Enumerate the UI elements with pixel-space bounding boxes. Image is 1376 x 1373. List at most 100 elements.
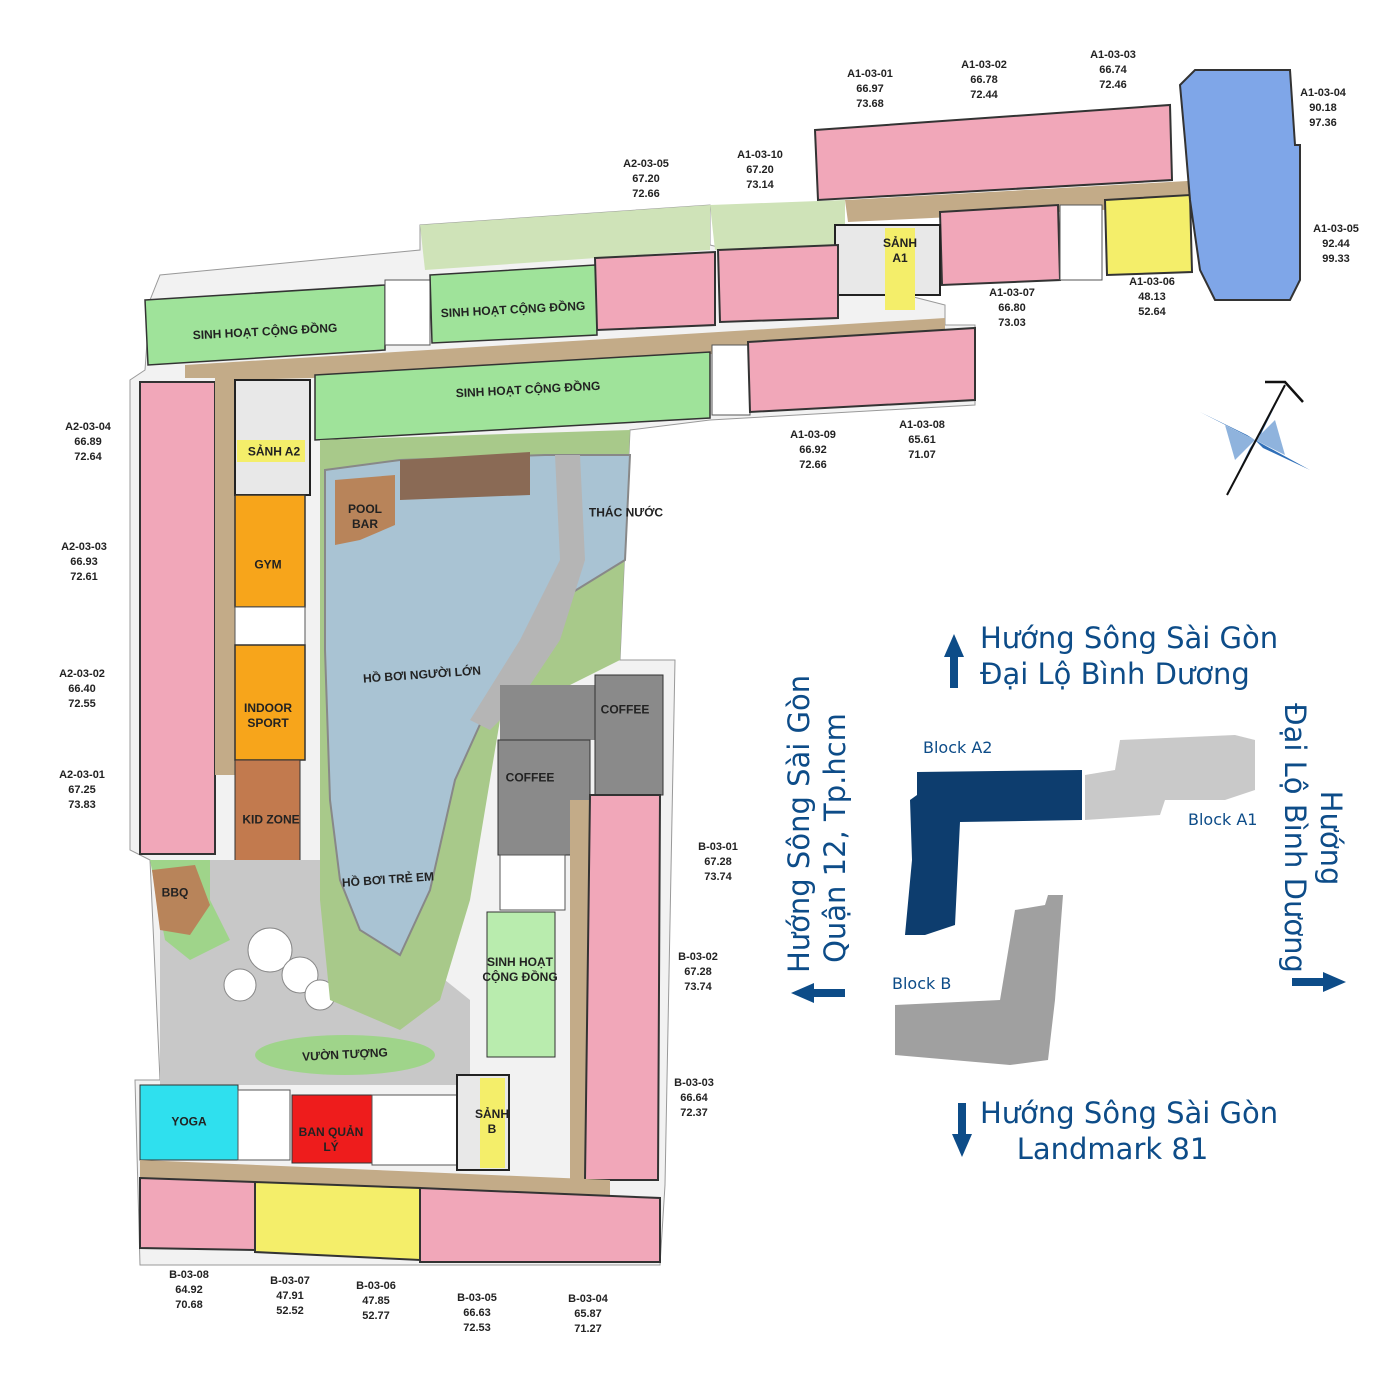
coffee-area-1 [500,685,595,740]
waterfall-label: THÁC NƯỚC [588,505,664,520]
lobby-a2-label: SẢNH A2 [247,444,301,459]
unit-gross-area: 73.83 [68,799,96,811]
a1-large-units [1178,69,1301,301]
unit-id: A1-03-07 [989,287,1035,299]
label-line: Đại Lộ Bình Dương [1278,703,1312,973]
unit-gross-area: 97.36 [1309,117,1337,129]
label-line: Quận 12, Tp.hcm [818,713,852,963]
unit-id: A1-03-08 [899,419,945,431]
unit-gross-area: 72.61 [70,571,98,583]
unit-b-03-08-shape [139,1176,256,1252]
a1-corridor [845,180,1207,222]
lobby-a2-core [234,379,311,496]
arrow-down-icon [952,1103,972,1157]
a1-south-units [746,326,976,414]
unit-net-area: 66.40 [68,683,96,695]
arrow-left-icon [791,983,845,1003]
a1-stair [1059,204,1103,281]
coffee-label-1: COFFEE [600,702,650,717]
a1-03-10-shape [716,243,839,324]
unit-id: B-03-08 [169,1269,209,1281]
compass-icon [1200,380,1310,496]
a2-03-05-shape [593,250,716,332]
unit-net-area: 66.74 [1099,64,1127,76]
gym-area [234,494,306,608]
unit-a1-03-06-shape [1103,193,1194,277]
label-line: SẢNH [882,236,918,250]
unit-b-03-06-07-shape [254,1180,421,1262]
unit-gross-area: 52.52 [276,1305,304,1317]
unit-label-b-03-08: B-03-08 64.92 70.68 [169,1268,209,1313]
unit-gross-area: 70.68 [175,1299,203,1311]
pool-bar [335,475,395,545]
unit-id: B-03-01 [698,841,738,853]
b-corridor [570,800,590,1180]
unit-id: B-03-04 [568,1293,608,1305]
unit-gross-area: 73.03 [998,317,1026,329]
unit-gross-area: 72.53 [463,1322,491,1334]
label-line: Hướng Sông Sài Gòn [980,1096,1279,1130]
unit-id: A1-03-06 [1129,276,1175,288]
unit-b-03-04-05-shape [419,1186,661,1263]
unit-id: B-03-06 [356,1280,396,1292]
unit-id: A2-03-03 [61,541,107,553]
lobby-b [480,1078,505,1168]
unit-gross-area: 71.27 [574,1323,602,1335]
unit-net-area: 65.87 [574,1308,602,1320]
label-line: Hướng Sông Sài Gòn [782,674,816,973]
gym-label: GYM [254,557,282,572]
unit-label-a1-03-06: A1-03-06 48.13 52.64 [1129,275,1175,320]
a1-upper-units [813,103,1174,202]
unit-net-area: 48.13 [1138,291,1166,303]
label-line: SPORT [247,716,289,730]
unit-gross-area: 99.33 [1322,253,1350,265]
unit-gross-area: 72.37 [680,1107,708,1119]
coffee-label-2: COFFEE [505,770,555,785]
terrace-top [420,205,710,270]
management-office [291,1094,373,1164]
unit-gross-area: 52.64 [1138,306,1166,318]
pool-walkway [470,455,585,730]
lobby-a1 [885,228,915,310]
unit-id: A1-03-05 [1313,223,1359,235]
lobby-a2 [237,440,305,462]
unit-gross-area: 73.14 [746,179,774,191]
label-line: POOL [347,502,383,516]
unit-net-area: 67.20 [632,173,660,185]
stair-a1 [711,344,751,416]
indoor-sport-area [234,644,306,761]
label-line: BAR [351,517,378,531]
unit-id: B-03-02 [678,951,718,963]
stair-b [499,854,566,911]
arrow-up-icon [944,634,964,688]
unit-id: B-03-03 [674,1077,714,1089]
unit-net-area: 92.44 [1322,238,1350,250]
unit-net-area: 64.92 [175,1284,203,1296]
unit-net-area: 65.61 [908,434,936,446]
community-area-1 [144,284,386,366]
unit-net-area: 67.20 [746,164,774,176]
unit-label-b-03-04: B-03-04 65.87 71.27 [568,1292,608,1337]
unit-net-area: 66.63 [463,1307,491,1319]
restrooms [371,1094,458,1166]
unit-net-area: 67.28 [684,966,712,978]
unit-net-area: 90.18 [1309,102,1337,114]
